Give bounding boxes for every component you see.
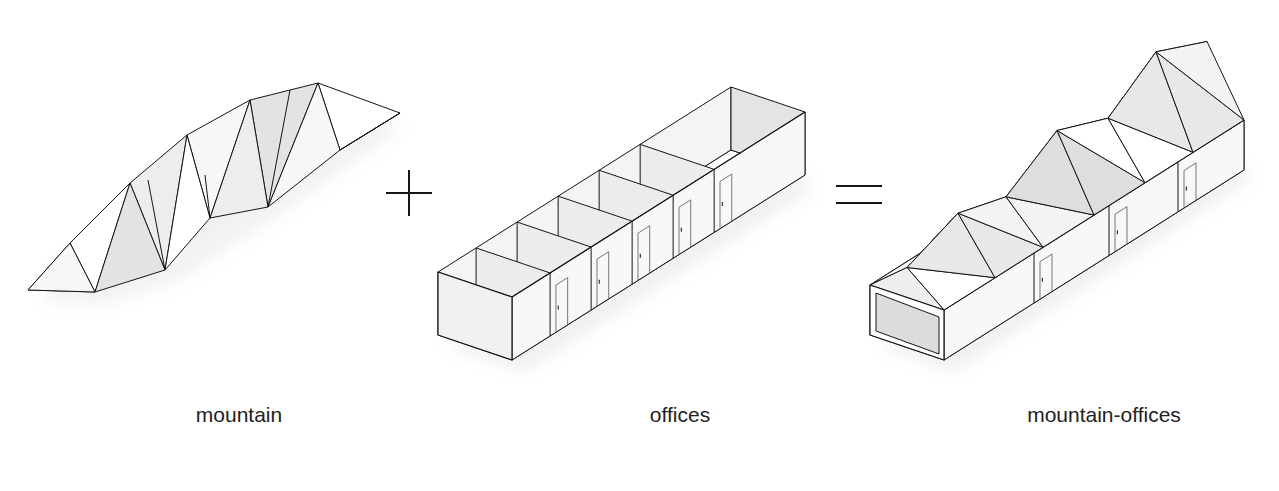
- door-line: [1040, 254, 1052, 262]
- door-handle: [599, 280, 600, 284]
- mullion: [1109, 206, 1110, 256]
- door-line: [638, 226, 650, 233]
- mullion: [714, 169, 715, 232]
- end-wall-outer: [438, 272, 512, 360]
- figure-label: offices: [650, 402, 710, 427]
- figure-label: mountain: [196, 402, 282, 427]
- door-line: [1115, 214, 1116, 252]
- door-line: [1184, 163, 1196, 171]
- fold-line: [205, 175, 210, 218]
- door-line: [567, 278, 568, 325]
- end-opening-frame: [870, 285, 944, 360]
- mountain-face: [268, 83, 340, 207]
- door-line: [679, 207, 680, 254]
- door-line: [597, 252, 609, 259]
- fold-line: [268, 90, 290, 207]
- door-handle: [681, 228, 682, 232]
- mountain-face: [165, 135, 210, 270]
- mullion: [1178, 162, 1179, 212]
- mountain-face: [28, 243, 95, 292]
- glass-facade: [512, 112, 805, 360]
- door-line: [720, 174, 732, 181]
- mullion: [632, 221, 633, 284]
- figure-label: mountain-offices: [1027, 402, 1181, 427]
- mountain-face: [210, 100, 268, 218]
- plus-sign: [408, 170, 410, 216]
- door-handle: [722, 202, 723, 206]
- door-handle: [1186, 186, 1187, 190]
- equals-sign: [836, 185, 882, 187]
- mountain-offices-figure: [870, 42, 1250, 373]
- fold-line: [148, 180, 165, 270]
- door-line: [555, 285, 556, 332]
- door-line: [679, 200, 691, 207]
- door-line: [1184, 171, 1185, 209]
- door-line: [731, 174, 732, 221]
- rim: [512, 112, 805, 297]
- door-line: [596, 259, 597, 306]
- mountain-figure: [28, 83, 405, 305]
- glass-facade: [944, 120, 1244, 360]
- door-line: [556, 278, 568, 285]
- offices-figure: [438, 87, 815, 372]
- door-line: [608, 252, 609, 299]
- door-line: [637, 233, 638, 280]
- door-line: [1115, 207, 1127, 215]
- door-line: [690, 200, 691, 247]
- end-opening: [876, 293, 939, 354]
- roof-face: [1156, 42, 1244, 121]
- door-line: [1052, 254, 1053, 292]
- mullion: [673, 195, 674, 258]
- door-handle: [1042, 278, 1043, 282]
- mountain-face: [95, 183, 165, 292]
- door-handle: [558, 306, 559, 310]
- door-line: [649, 226, 650, 273]
- mullion: [1034, 253, 1035, 303]
- door-line: [1196, 163, 1197, 201]
- door-line: [1040, 262, 1041, 300]
- door-line: [1127, 207, 1128, 245]
- door-line: [720, 181, 721, 228]
- door-handle: [1117, 230, 1118, 234]
- equals-sign: [836, 202, 882, 204]
- door-handle: [640, 254, 641, 258]
- mullion: [591, 247, 592, 310]
- mullion: [550, 273, 551, 336]
- mountain-face: [340, 113, 400, 150]
